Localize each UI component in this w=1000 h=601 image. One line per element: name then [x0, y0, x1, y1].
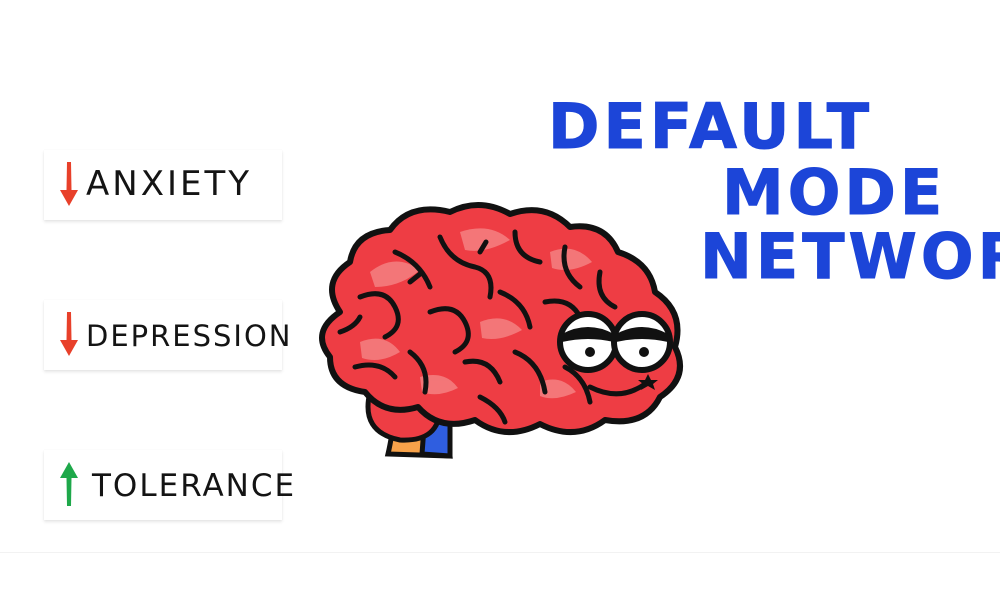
title-line-default: DEFAULT: [547, 90, 874, 163]
depression-label: DEPRESSION: [86, 319, 293, 353]
brain-highlights: [360, 228, 592, 399]
title-line-network: NETWORK: [699, 220, 1000, 293]
brain-illustration: [319, 201, 683, 459]
arrow-down-icon: [60, 162, 78, 206]
anxiety-card: ANXIETY: [44, 150, 282, 220]
title-line-mode: MODE: [721, 156, 947, 229]
arrow-up-icon: [60, 462, 78, 506]
arrow-down-icon: [60, 312, 78, 356]
depression-card: DEPRESSION: [44, 300, 291, 370]
brain-folds: [337, 229, 618, 425]
tolerance-label: TOLERANCE: [92, 468, 297, 504]
tolerance-card: TOLERANCE: [44, 450, 294, 520]
divider: [0, 552, 1000, 553]
brain-face: [557, 311, 673, 397]
anxiety-label: ANXIETY: [86, 164, 253, 204]
